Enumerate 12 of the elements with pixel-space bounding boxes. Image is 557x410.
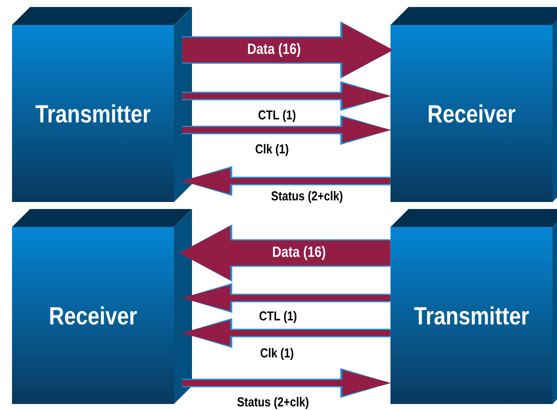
block-box: Receiver bbox=[12, 209, 192, 404]
edge-label: Status (2+clk) bbox=[270, 190, 344, 204]
block-box: Receiver bbox=[390, 7, 557, 202]
edge-label: CTL (1) bbox=[257, 108, 297, 124]
block-box: Transmitter bbox=[12, 7, 192, 202]
edge-label: Clk (1) bbox=[259, 346, 295, 362]
edge-label: Clk (1) bbox=[254, 142, 290, 158]
edge-label: Data (16) bbox=[248, 43, 300, 57]
block-box: Transmitter bbox=[390, 209, 557, 404]
edge-label: Status (2+clk) bbox=[236, 396, 310, 410]
edge-label: CTL (1) bbox=[258, 310, 298, 324]
edge-label: Data (16) bbox=[273, 246, 326, 260]
